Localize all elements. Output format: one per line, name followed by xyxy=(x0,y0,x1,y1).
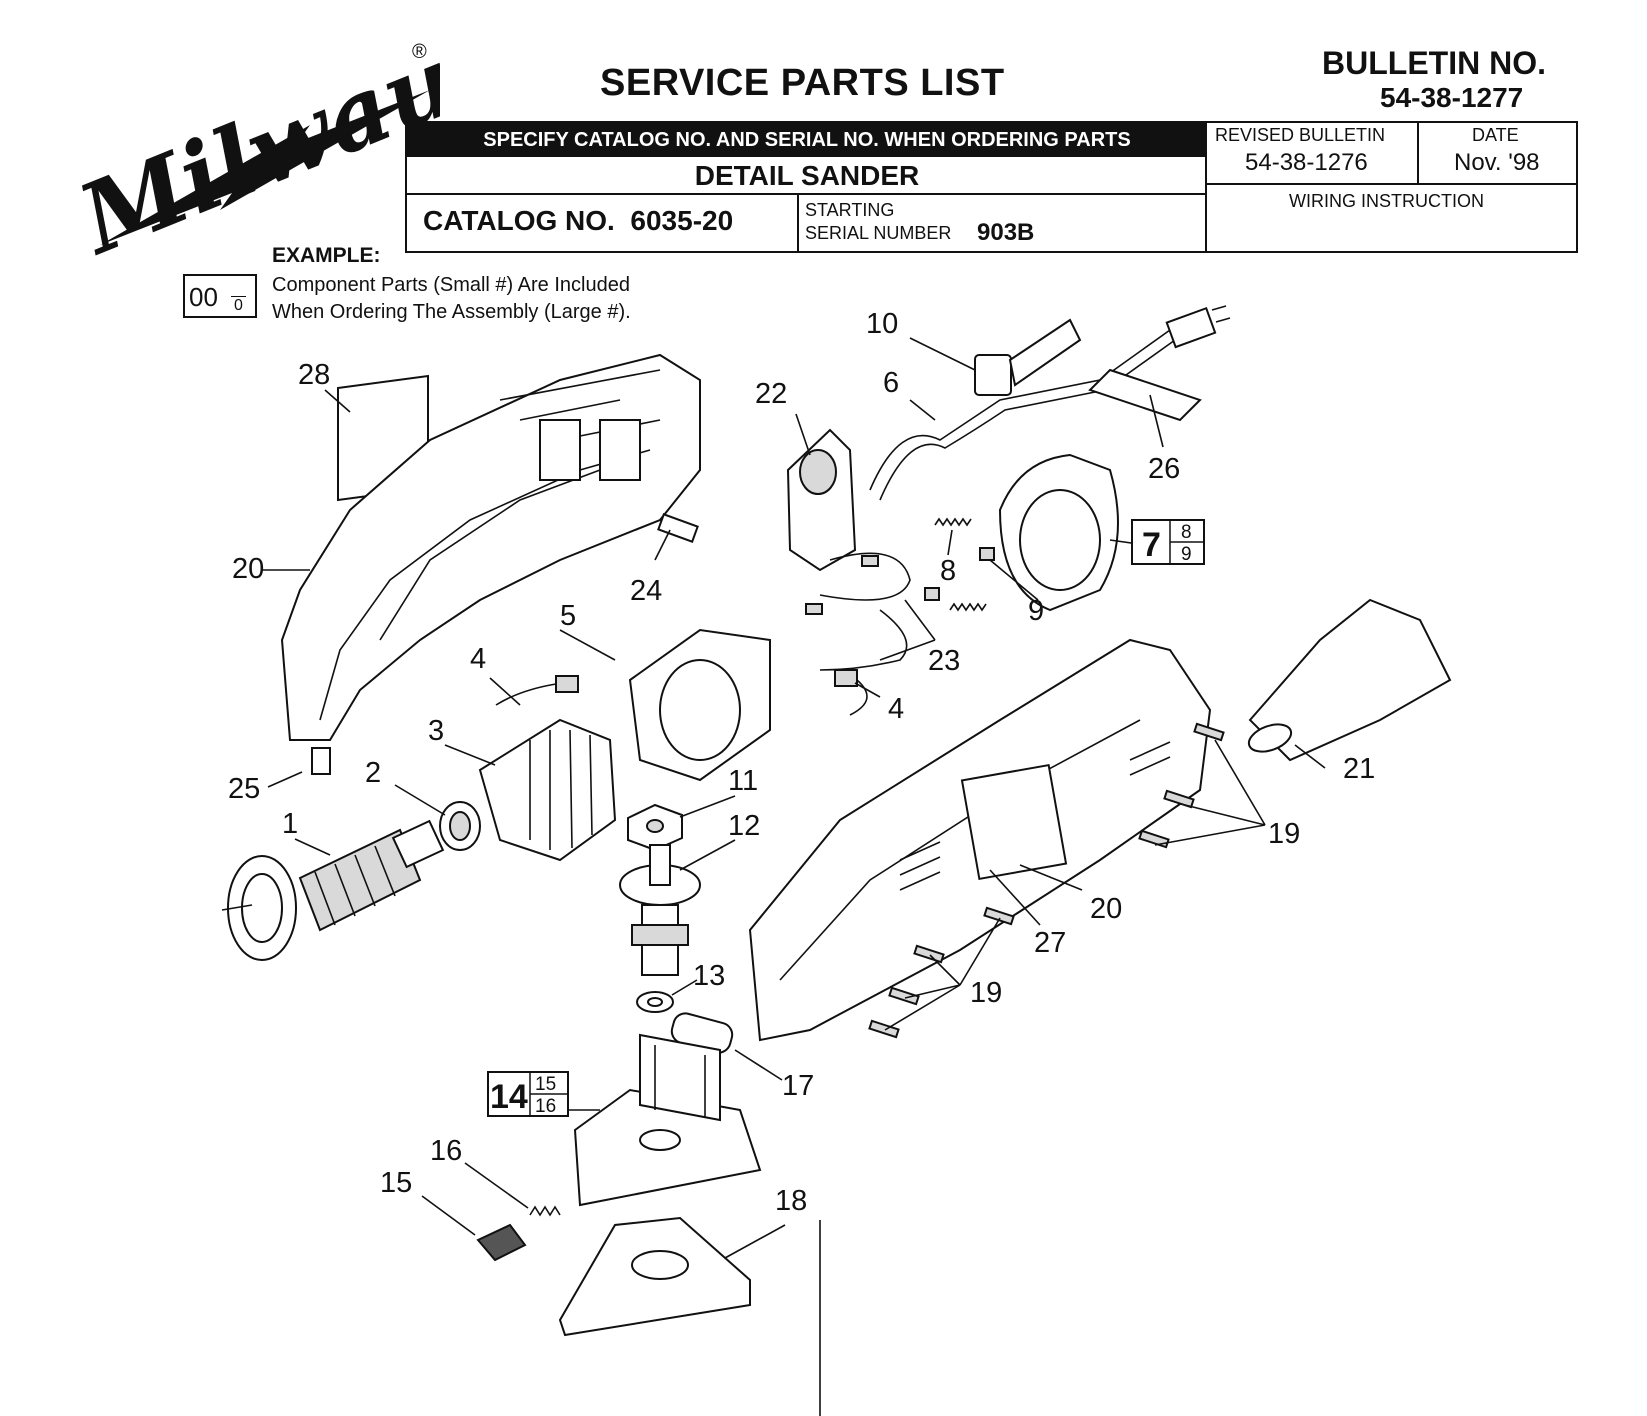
callout-10: 10 xyxy=(866,308,898,340)
milwaukee-logo: Milwaukee ® xyxy=(62,30,440,270)
callout-28: 28 xyxy=(298,359,330,391)
callout-21: 21 xyxy=(1343,753,1375,785)
part-carbon-brush-right xyxy=(834,669,858,687)
example-large-number: 00 xyxy=(189,282,218,312)
starting-label: STARTING xyxy=(805,200,895,220)
catalog-number: 6035-20 xyxy=(630,205,734,236)
example-note-line2: When Ordering The Assembly (Large #). xyxy=(272,301,631,323)
example-small-number: 0 xyxy=(231,296,246,315)
order-notice: SPECIFY CATALOG NO. AND SERIAL NO. WHEN … xyxy=(407,123,1207,157)
assembly-box-7: 7 8 9 xyxy=(1131,519,1205,565)
assembly-box-14: 14 15 16 xyxy=(487,1071,569,1117)
part-housing-left xyxy=(280,353,701,741)
part-field-assembly xyxy=(478,718,617,862)
callout-19-right: 19 xyxy=(1268,818,1300,850)
part-spring xyxy=(529,1205,561,1217)
part-cord xyxy=(869,329,1171,491)
date-value: Nov. '98 xyxy=(1454,149,1540,176)
assembly-14-number: 14 xyxy=(490,1078,528,1116)
part-armature-core xyxy=(298,828,422,932)
callout-11: 11 xyxy=(728,765,758,797)
callout-23: 23 xyxy=(928,645,960,677)
callout-6: 6 xyxy=(883,367,899,399)
part-plug xyxy=(1165,306,1217,349)
callout-13: 13 xyxy=(693,960,725,992)
assembly-14-part-16: 16 xyxy=(535,1096,556,1117)
catalog-number-field: CATALOG NO. 6035-20 xyxy=(423,205,733,237)
example-label: EXAMPLE: xyxy=(272,244,381,267)
part-release-lever xyxy=(476,1223,527,1262)
part-housing-boss-2 xyxy=(599,419,641,481)
callout-3: 3 xyxy=(428,715,444,747)
callout-24: 24 xyxy=(630,575,662,607)
callout-9: 9 xyxy=(1028,595,1044,627)
revised-bulletin-number: 54-38-1276 xyxy=(1245,149,1368,176)
assembly-7-number: 7 xyxy=(1142,526,1161,564)
part-lead-wires xyxy=(819,552,911,601)
callout-2: 2 xyxy=(365,757,381,789)
part-pin xyxy=(657,513,699,543)
callout-12: 12 xyxy=(728,810,760,842)
date-label: DATE xyxy=(1472,125,1519,145)
callout-17: 17 xyxy=(782,1070,814,1102)
part-housing-boss xyxy=(539,419,581,481)
bulletin-label: BULLETIN NO. xyxy=(1322,45,1546,81)
callout-4-left: 4 xyxy=(470,643,486,675)
part-carbon-brush-left xyxy=(555,675,579,693)
part-nameplate xyxy=(960,763,1068,881)
callout-22: 22 xyxy=(755,378,787,410)
callout-5: 5 xyxy=(560,600,576,632)
catalog-label: CATALOG NO. xyxy=(423,205,615,236)
header-table: SPECIFY CATALOG NO. AND SERIAL NO. WHEN … xyxy=(405,121,1578,253)
callout-16: 16 xyxy=(430,1135,462,1167)
example-note-line1: Component Parts (Small #) Are Included xyxy=(272,274,630,296)
assembly-14-part-15: 15 xyxy=(535,1074,556,1095)
callout-27: 27 xyxy=(1034,927,1066,959)
part-cord-tag xyxy=(1088,368,1202,422)
callout-25: 25 xyxy=(228,773,260,805)
part-brush-spring xyxy=(934,517,972,527)
serial-number-label: SERIAL NUMBER xyxy=(805,223,952,243)
part-screws xyxy=(868,722,1225,1039)
part-cord-protector xyxy=(974,354,1012,396)
revised-bulletin-label: REVISED BULLETIN xyxy=(1215,125,1386,145)
serial-number: 903B xyxy=(977,219,1035,246)
registered-mark: ® xyxy=(412,41,427,63)
callout-8: 8 xyxy=(940,555,956,587)
assembly-7-part-8: 8 xyxy=(1181,522,1192,543)
assembly-7-part-9: 9 xyxy=(1181,544,1192,565)
page-title: SERVICE PARTS LIST xyxy=(600,62,1005,104)
example-assembly-box: 00 0 xyxy=(183,274,257,318)
bulletin-number: 54-38-1277 xyxy=(1380,82,1524,113)
callout-26: 26 xyxy=(1148,453,1180,485)
product-name: DETAIL SANDER xyxy=(407,157,1207,195)
callout-18: 18 xyxy=(775,1185,807,1217)
callout-20-left: 20 xyxy=(232,553,264,585)
callout-1: 1 xyxy=(282,808,298,840)
wiring-instruction-label: WIRING INSTRUCTION xyxy=(1289,191,1484,211)
callout-20-right: 20 xyxy=(1090,893,1122,925)
callout-19-lower: 19 xyxy=(970,977,1002,1009)
callout-15: 15 xyxy=(380,1167,412,1199)
part-sleeve xyxy=(311,747,331,775)
callout-4-right: 4 xyxy=(888,693,904,725)
part-clamp xyxy=(979,547,995,561)
